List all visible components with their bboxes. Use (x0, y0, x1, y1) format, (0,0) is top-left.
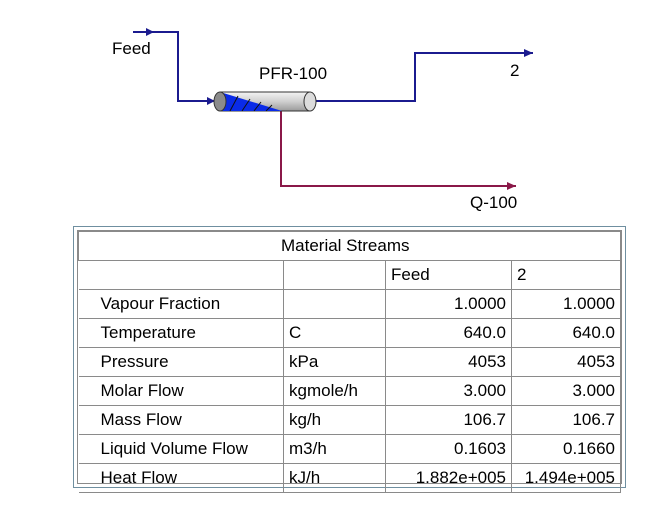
table-row: Temperature C 640.0 640.0 (78, 318, 621, 348)
product-stream-label: 2 (510, 61, 520, 80)
header-unit (283, 260, 386, 290)
row-unit: kJ/h (283, 463, 386, 493)
feed-value[interactable]: 1.0000 (385, 289, 512, 319)
product-stream-2[interactable] (316, 49, 533, 102)
feed-value[interactable]: 1.882e+005 (385, 463, 512, 493)
pfr-reactor-icon[interactable] (213, 91, 317, 112)
flowsheet-diagram (133, 28, 533, 190)
stream-2-value[interactable]: 4053 (511, 347, 621, 377)
energy-stream-label: Q-100 (470, 193, 518, 212)
row-name: Mass Flow (78, 405, 284, 435)
table-row: Mass Flow kg/h 106.7 106.7 (78, 405, 621, 435)
table-row: Vapour Fraction 1.0000 1.0000 (78, 289, 621, 319)
stream-2-value[interactable]: 1.0000 (511, 289, 621, 319)
reactor-label: PFR-100 (259, 64, 328, 83)
table-header-row: Feed 2 (78, 260, 621, 290)
row-unit: m3/h (283, 434, 386, 464)
row-name: Liquid Volume Flow (78, 434, 284, 464)
row-name: Vapour Fraction (78, 289, 284, 319)
energy-stream-q100[interactable] (280, 110, 516, 190)
table-row: Liquid Volume Flow m3/h 0.1603 0.1660 (78, 434, 621, 464)
row-unit: kPa (283, 347, 386, 377)
stream-2-value[interactable]: 0.1660 (511, 434, 621, 464)
feed-stream[interactable] (133, 28, 215, 105)
stream-2-value[interactable]: 640.0 (511, 318, 621, 348)
feed-label: Feed (112, 39, 151, 58)
material-streams-table: Material Streams Feed 2 Vapour Fraction … (78, 231, 621, 493)
row-unit: C (283, 318, 386, 348)
feed-value[interactable]: 4053 (385, 347, 512, 377)
feed-value[interactable]: 0.1603 (385, 434, 512, 464)
row-name: Pressure (78, 347, 284, 377)
header-name (78, 260, 284, 290)
table-row: Pressure kPa 4053 4053 (78, 347, 621, 377)
header-stream-2[interactable]: 2 (511, 260, 621, 290)
feed-value[interactable]: 106.7 (385, 405, 512, 435)
table-row: Heat Flow kJ/h 1.882e+005 1.494e+005 (78, 463, 621, 493)
row-unit: kgmole/h (283, 376, 386, 406)
stream-2-value[interactable]: 106.7 (511, 405, 621, 435)
table-title-row: Material Streams (78, 231, 621, 261)
table-row: Molar Flow kgmole/h 3.000 3.000 (78, 376, 621, 406)
row-name: Heat Flow (78, 463, 284, 493)
row-name: Temperature (78, 318, 284, 348)
feed-value[interactable]: 3.000 (385, 376, 512, 406)
header-feed[interactable]: Feed (385, 260, 512, 290)
stream-2-value[interactable]: 3.000 (511, 376, 621, 406)
stream-2-value[interactable]: 1.494e+005 (511, 463, 621, 493)
row-unit: kg/h (283, 405, 386, 435)
material-streams-workbook: Material Streams Feed 2 Vapour Fraction … (73, 226, 626, 493)
feed-value[interactable]: 640.0 (385, 318, 512, 348)
row-name: Molar Flow (78, 376, 284, 406)
row-unit (283, 289, 386, 319)
table-title: Material Streams (78, 231, 621, 261)
